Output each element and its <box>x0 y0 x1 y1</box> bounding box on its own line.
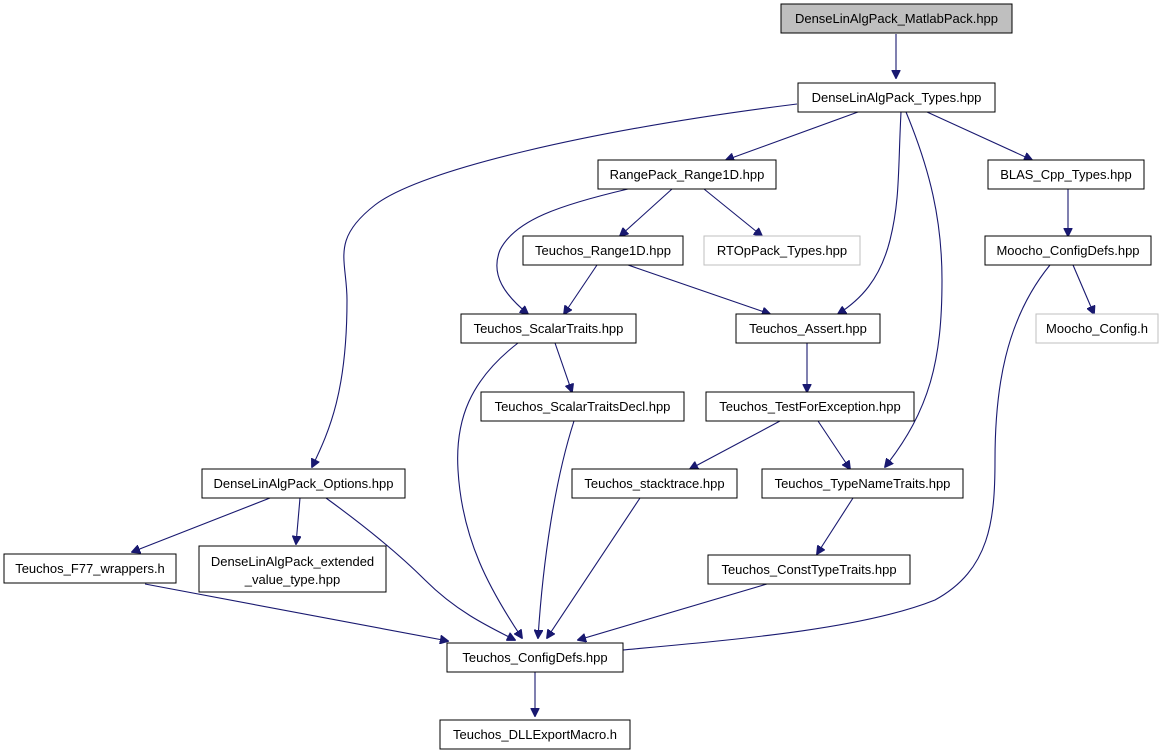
node-scalartraits-label: Teuchos_ScalarTraits.hpp <box>474 321 624 336</box>
edge-scalartraits-configdefs <box>457 342 522 638</box>
node-teuchos-range1d[interactable]: Teuchos_Range1D.hpp <box>522 235 684 266</box>
edge-scalartraitsdecl-configdefs <box>538 420 575 638</box>
node-extended-value-type-label-line2: _value_type.hpp <box>244 572 340 587</box>
edge-options-configdefs <box>325 497 515 640</box>
edge-typenametraits-consttypetraits <box>817 497 854 554</box>
node-moocho-configdefs-label: Moocho_ConfigDefs.hpp <box>996 243 1139 258</box>
node-options[interactable]: DenseLinAlgPack_Options.hpp <box>201 468 406 499</box>
edge-teuchos-range1d-scalartraits <box>564 264 598 314</box>
node-configdefs-label: Teuchos_ConfigDefs.hpp <box>462 650 607 665</box>
node-moocho-config-label: Moocho_Config.h <box>1046 321 1148 336</box>
edge-rangepack-scalartraits <box>496 188 629 314</box>
node-blas-types[interactable]: BLAS_Cpp_Types.hpp <box>987 159 1145 190</box>
edge-moocho-configdefs-configdefs <box>612 264 1051 651</box>
node-typenametraits[interactable]: Teuchos_TypeNameTraits.hpp <box>761 468 964 499</box>
node-consttypetraits[interactable]: Teuchos_ConstTypeTraits.hpp <box>707 554 911 585</box>
node-options-label: DenseLinAlgPack_Options.hpp <box>214 476 394 491</box>
node-extended-value-type-label-line1: DenseLinAlgPack_extended <box>211 554 374 569</box>
node-scalartraits[interactable]: Teuchos_ScalarTraits.hpp <box>460 313 637 344</box>
node-moocho-configdefs[interactable]: Moocho_ConfigDefs.hpp <box>984 235 1152 266</box>
node-extended-value-type[interactable]: DenseLinAlgPack_extended _value_type.hpp <box>198 545 387 593</box>
node-testforexception[interactable]: Teuchos_TestForException.hpp <box>705 391 915 422</box>
node-moocho-config[interactable]: Moocho_Config.h <box>1035 313 1159 344</box>
node-assert-label: Teuchos_Assert.hpp <box>749 321 867 336</box>
node-configdefs[interactable]: Teuchos_ConfigDefs.hpp <box>446 642 624 673</box>
edge-scalartraits-scalartraitsdecl <box>554 342 572 392</box>
edge-options-extended-value-type <box>296 497 300 544</box>
edge-types-typenametraits <box>885 111 943 467</box>
node-types-label: DenseLinAlgPack_Types.hpp <box>812 90 982 105</box>
node-consttypetraits-label: Teuchos_ConstTypeTraits.hpp <box>721 562 896 577</box>
edge-types-assert <box>838 111 902 314</box>
edge-testforexception-typenametraits <box>817 420 850 469</box>
node-types[interactable]: DenseLinAlgPack_Types.hpp <box>797 82 996 113</box>
edge-f77-wrappers-configdefs <box>144 583 448 641</box>
edge-teuchos-range1d-assert <box>627 264 770 314</box>
node-stacktrace[interactable]: Teuchos_stacktrace.hpp <box>571 468 738 499</box>
node-scalartraitsdecl-label: Teuchos_ScalarTraitsDecl.hpp <box>495 399 671 414</box>
node-rtop-types-label: RTOpPack_Types.hpp <box>717 243 847 258</box>
edge-types-rangepack <box>726 111 859 160</box>
node-matlabpack[interactable]: DenseLinAlgPack_MatlabPack.hpp <box>780 3 1013 34</box>
node-typenametraits-label: Teuchos_TypeNameTraits.hpp <box>775 476 951 491</box>
node-scalartraitsdecl[interactable]: Teuchos_ScalarTraitsDecl.hpp <box>480 391 685 422</box>
node-rtop-types[interactable]: RTOpPack_Types.hpp <box>703 235 861 266</box>
node-matlabpack-label: DenseLinAlgPack_MatlabPack.hpp <box>795 11 998 26</box>
node-f77-wrappers[interactable]: Teuchos_F77_wrappers.h <box>3 553 177 584</box>
edge-types-blas-types <box>926 111 1032 160</box>
edge-stacktrace-configdefs <box>547 497 641 638</box>
node-f77-wrappers-label: Teuchos_F77_wrappers.h <box>15 561 165 576</box>
edge-consttypetraits-configdefs <box>578 583 768 640</box>
edge-testforexception-stacktrace <box>690 420 781 469</box>
node-teuchos-range1d-label: Teuchos_Range1D.hpp <box>535 243 671 258</box>
file-nodes: DenseLinAlgPack_MatlabPack.hpp DenseLinA… <box>3 3 1159 750</box>
node-assert[interactable]: Teuchos_Assert.hpp <box>735 313 881 344</box>
node-blas-types-label: BLAS_Cpp_Types.hpp <box>1000 167 1132 182</box>
edge-rangepack-rtop-types <box>703 188 762 236</box>
node-testforexception-label: Teuchos_TestForException.hpp <box>719 399 900 414</box>
node-rangepack[interactable]: RangePack_Range1D.hpp <box>597 159 777 190</box>
edge-types-options <box>312 103 798 467</box>
dependency-edges <box>132 34 1094 716</box>
edge-options-f77-wrappers <box>132 497 271 552</box>
edge-moocho-configdefs-moocho-config <box>1072 264 1094 314</box>
node-dllexport-label: Teuchos_DLLExportMacro.h <box>453 727 617 742</box>
node-dllexport[interactable]: Teuchos_DLLExportMacro.h <box>439 719 631 750</box>
node-rangepack-label: RangePack_Range1D.hpp <box>610 167 765 182</box>
node-stacktrace-label: Teuchos_stacktrace.hpp <box>584 476 724 491</box>
edge-rangepack-teuchos-range1d <box>620 188 673 236</box>
